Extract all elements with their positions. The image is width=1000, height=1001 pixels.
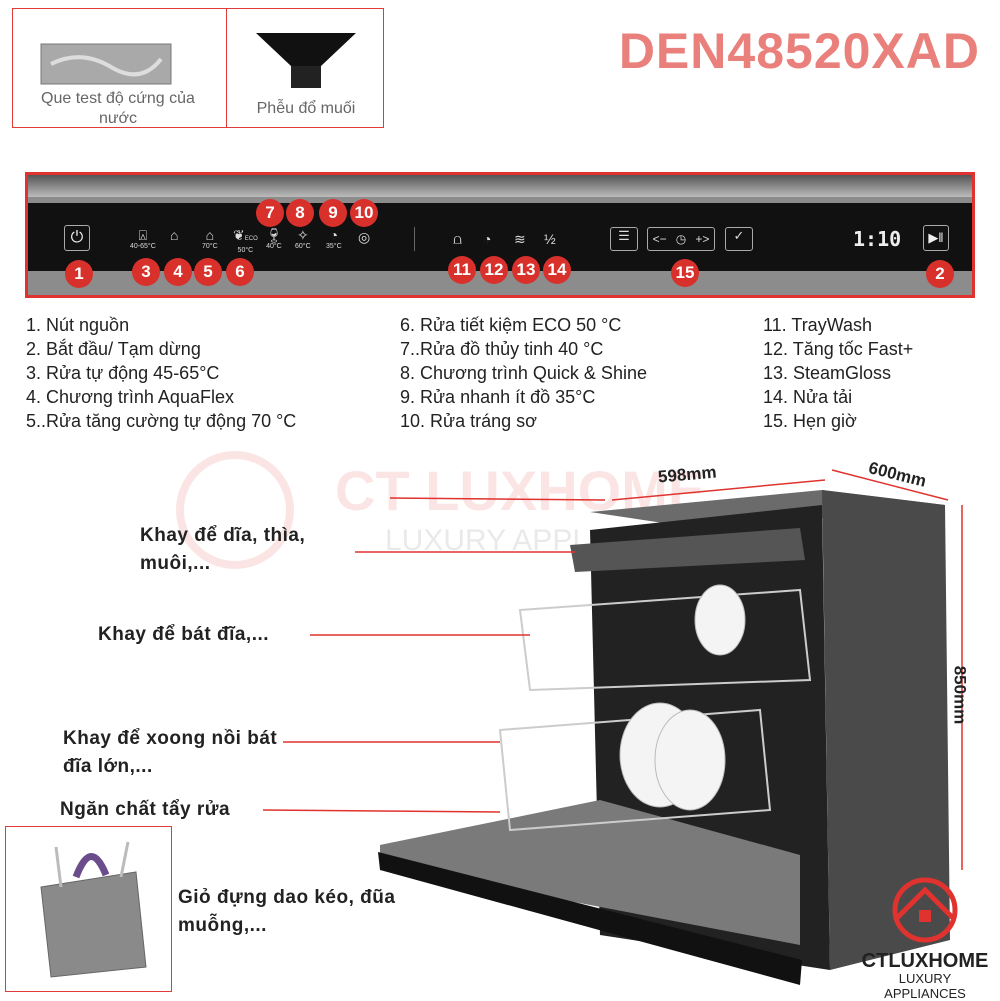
auto-program-icon[interactable]: ⍓40-65°C	[130, 227, 156, 250]
quick-icon[interactable]: ◔35°C	[326, 227, 342, 250]
legend-item: 4. Chương trình AquaFlex	[26, 387, 234, 407]
half-load-icon[interactable]: ½	[544, 231, 556, 247]
brand-logo: CTLUXHOME LUXURY APPLIANCES	[860, 876, 990, 1001]
badge-13: 13	[512, 256, 540, 284]
height-dimension: 850mm	[950, 665, 970, 725]
timer-plus-icon[interactable]: +>	[695, 232, 710, 246]
badge-5: 5	[194, 258, 222, 286]
accessories-box: Que test độ cứng của nước Phễu đổ muối	[12, 8, 384, 128]
badge-12: 12	[480, 256, 508, 284]
time-display: 1:10	[853, 227, 902, 251]
legend-item: 14. Nửa tải	[763, 387, 853, 407]
power-icon[interactable]: ⏻	[64, 225, 90, 251]
legend-item: 6. Rửa tiết kiệm ECO 50 °C	[400, 315, 622, 335]
glass-icon[interactable]: 🍷︎40°C	[265, 227, 283, 250]
cutlery-basket-box	[5, 826, 172, 992]
prewash-icon[interactable]: ◎	[358, 229, 371, 245]
legend-item: 1. Nút nguồn	[26, 315, 130, 335]
badge-1: 1	[65, 260, 93, 288]
model-title: DEN48520XAD	[618, 23, 980, 79]
label-detergent: Ngăn chất tẩy rửa	[60, 799, 231, 820]
badge-14: 14	[543, 256, 571, 284]
badge-8: 8	[286, 199, 314, 227]
logo-brand: CTLUXHOME	[861, 950, 989, 972]
legend-item: 5..Rửa tăng cường tự động 70 °C	[26, 411, 297, 431]
temp-label: 60°C	[295, 243, 311, 250]
label-upper-rack: Khay để bát đĩa,...	[98, 624, 270, 645]
cutlery-basket-image	[40, 841, 147, 978]
legend-item: 9. Rửa nhanh ít đồ 35°C	[400, 387, 596, 407]
legend-item: 2. Bắt đầu/ Tạm dừng	[26, 339, 201, 359]
temp-label: 70°C	[202, 243, 218, 250]
test-strip-icon	[40, 43, 172, 85]
badge-4: 4	[164, 258, 192, 286]
fast-plus-icon[interactable]: ◔	[483, 231, 492, 247]
logo-tagline: LUXURY APPLIANCES	[884, 971, 966, 1001]
badge-11: 11	[448, 256, 476, 284]
badge-10: 10	[350, 199, 378, 227]
clock-icon: ◷	[675, 232, 687, 246]
dishwasher-body	[378, 490, 950, 985]
label-lower-rack: Khay để xoong nồi bát đĩa lớn,...	[63, 728, 278, 777]
callout-lines	[262, 469, 963, 870]
legend-item: 8. Chương trình Quick & Shine	[400, 363, 647, 383]
temp-label: 50°C	[237, 247, 254, 254]
legend-item: 3. Rửa tự động 45-65°C	[26, 363, 220, 383]
start-pause-icon[interactable]: ▶‖	[923, 225, 949, 251]
legend-item: 13. SteamGloss	[763, 363, 892, 383]
divider	[414, 227, 415, 251]
badge-6: 6	[226, 258, 254, 286]
timer-minus-icon[interactable]: <−	[652, 232, 667, 246]
temp-label: 40°C	[266, 243, 282, 250]
aquaflex-icon[interactable]: ⌂	[170, 227, 179, 243]
legend-column-3: 11. TrayWash 12. Tăng tốc Fast+ 13. SteamG…	[763, 313, 913, 433]
steamgloss-icon[interactable]: ≋	[514, 231, 526, 247]
quick-shine-icon[interactable]: ✧60°C	[295, 227, 311, 250]
plates	[619, 584, 746, 811]
legend-item: 10. Rửa tráng sơ	[400, 411, 537, 431]
legend-item: 7..Rửa đồ thủy tinh 40 °C	[400, 339, 604, 359]
accessory-label-funnel: Phễu đổ muối	[256, 100, 356, 117]
divider	[226, 9, 227, 127]
legend-item: 15. Hẹn giờ	[763, 411, 857, 431]
confirm-button[interactable]: ✓	[725, 227, 753, 251]
legend-item: 11. TrayWash	[763, 315, 873, 335]
legend-column-1: 1. Nút nguồn 2. Bắt đầu/ Tạm dừng 3. Rửa t…	[26, 313, 296, 433]
legend-item: 12. Tăng tốc Fast+	[763, 339, 914, 359]
badge-15: 15	[671, 259, 699, 287]
traywash-icon[interactable]: ⩍	[453, 231, 463, 247]
intensive-icon[interactable]: ⌂70°C	[202, 227, 218, 250]
half-label: ½	[544, 231, 556, 247]
legend-column-2: 6. Rửa tiết kiệm ECO 50 °C 7..Rửa đồ thủy…	[400, 313, 647, 433]
salt-funnel-icon	[256, 33, 356, 88]
badge-3: 3	[132, 258, 160, 286]
house-logo-icon	[892, 877, 958, 943]
badge-2: 2	[926, 260, 954, 288]
temp-label: 40-65°C	[130, 243, 156, 250]
timer-control[interactable]: <− ◷ +>	[647, 227, 715, 251]
eco-label: ECO	[244, 236, 258, 242]
badge-7: 7	[256, 199, 284, 227]
badge-9: 9	[319, 199, 347, 227]
label-cutlery-tray: Khay để dĩa, thìa, muôi,...	[140, 525, 306, 574]
menu-button[interactable]: ☰	[610, 227, 638, 251]
accessory-label-test-strip: Que test độ cứng của nước	[41, 90, 195, 127]
temp-label: 35°C	[326, 243, 342, 250]
label-basket: Giỏ đựng dao kéo, đũa muỗng,...	[178, 887, 396, 936]
